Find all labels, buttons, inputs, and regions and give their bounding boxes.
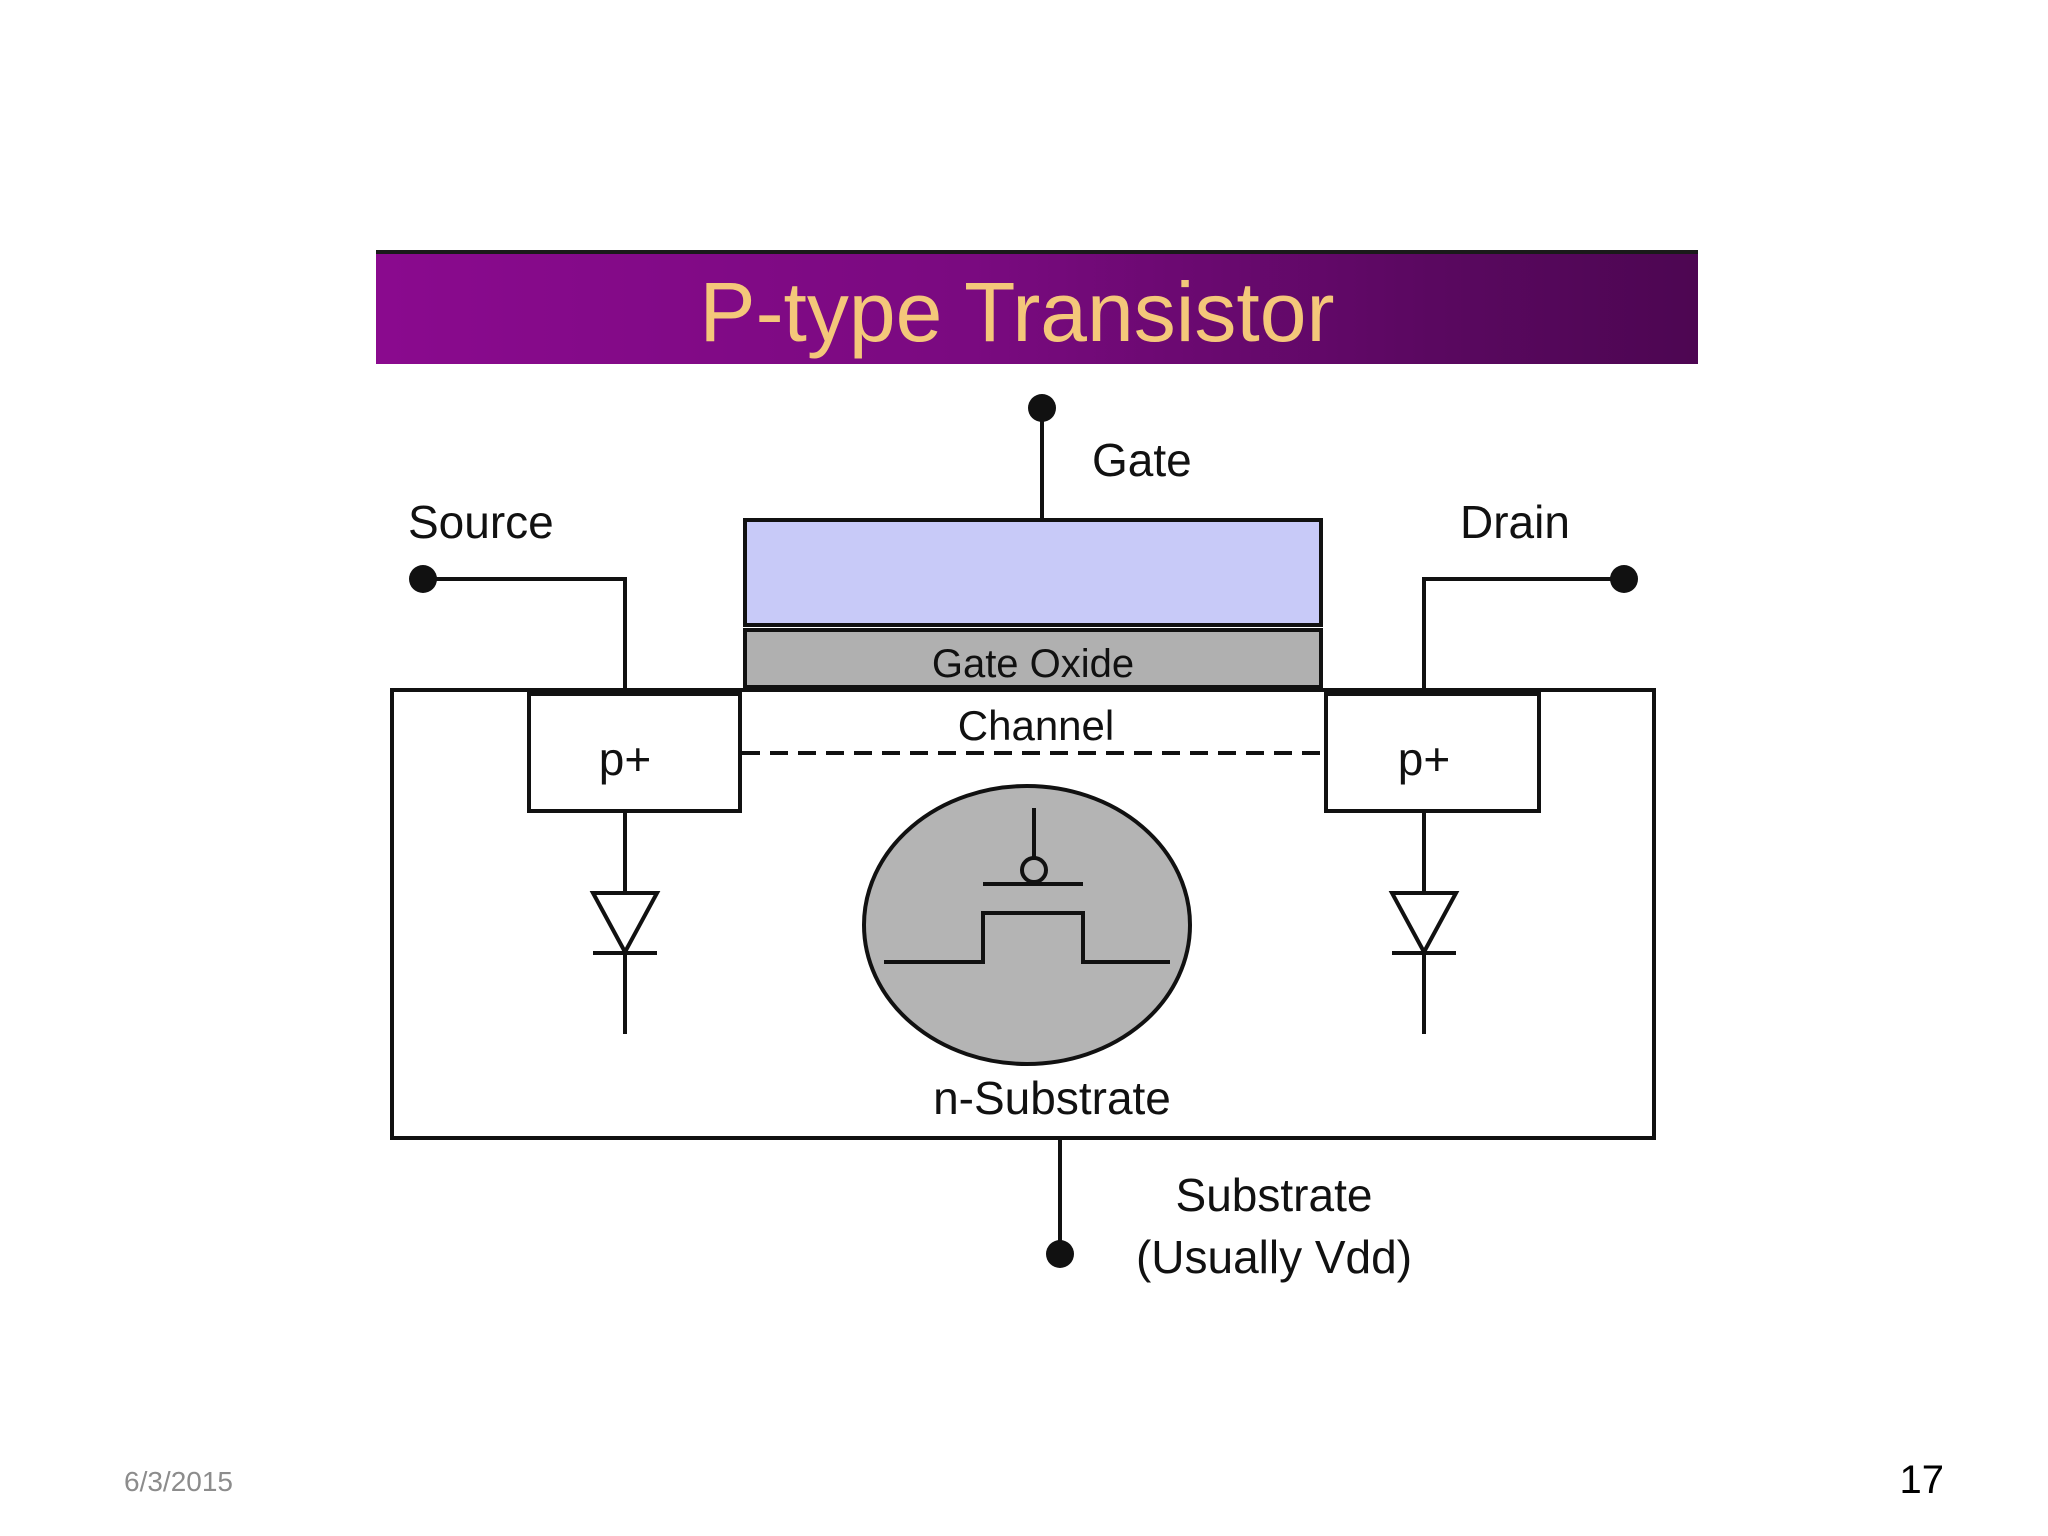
gate-oxide-label: Gate Oxide <box>932 642 1134 686</box>
n-substrate-label: n-Substrate <box>933 1072 1171 1124</box>
channel-label: Channel <box>958 702 1114 749</box>
title-banner: P-type Transistor <box>376 250 1698 364</box>
substrate-box <box>390 688 1656 1140</box>
source-region-label: p+ <box>599 733 651 785</box>
source-p-plus-region <box>527 692 742 813</box>
gate-terminal-dot <box>1028 394 1056 422</box>
source-wire <box>423 577 627 690</box>
page-number: 17 <box>1899 1458 1945 1502</box>
pmos-symbol-channel <box>884 911 1170 964</box>
footer-date: 6/3/2015 <box>124 1466 233 1497</box>
drain-wire <box>1422 577 1624 690</box>
substrate-terminal-dot <box>1046 1240 1074 1268</box>
gate-label: Gate <box>1092 434 1192 486</box>
drain-label: Drain <box>1460 496 1570 548</box>
drain-region-label: p+ <box>1398 733 1450 785</box>
substrate-terminal-label-line1: Substrate <box>1176 1169 1373 1221</box>
gate-block <box>743 518 1323 627</box>
drain-diode <box>1388 811 1460 1034</box>
gate-oxide-block <box>743 628 1323 689</box>
source-diode <box>589 811 661 1034</box>
slide-title: P-type Transistor <box>699 265 1335 359</box>
substrate-terminal-label-line2: (Usually Vdd) <box>1136 1231 1412 1283</box>
drain-p-plus-region <box>1324 692 1541 813</box>
source-label: Source <box>408 496 554 548</box>
pmos-symbol <box>862 784 1192 1066</box>
